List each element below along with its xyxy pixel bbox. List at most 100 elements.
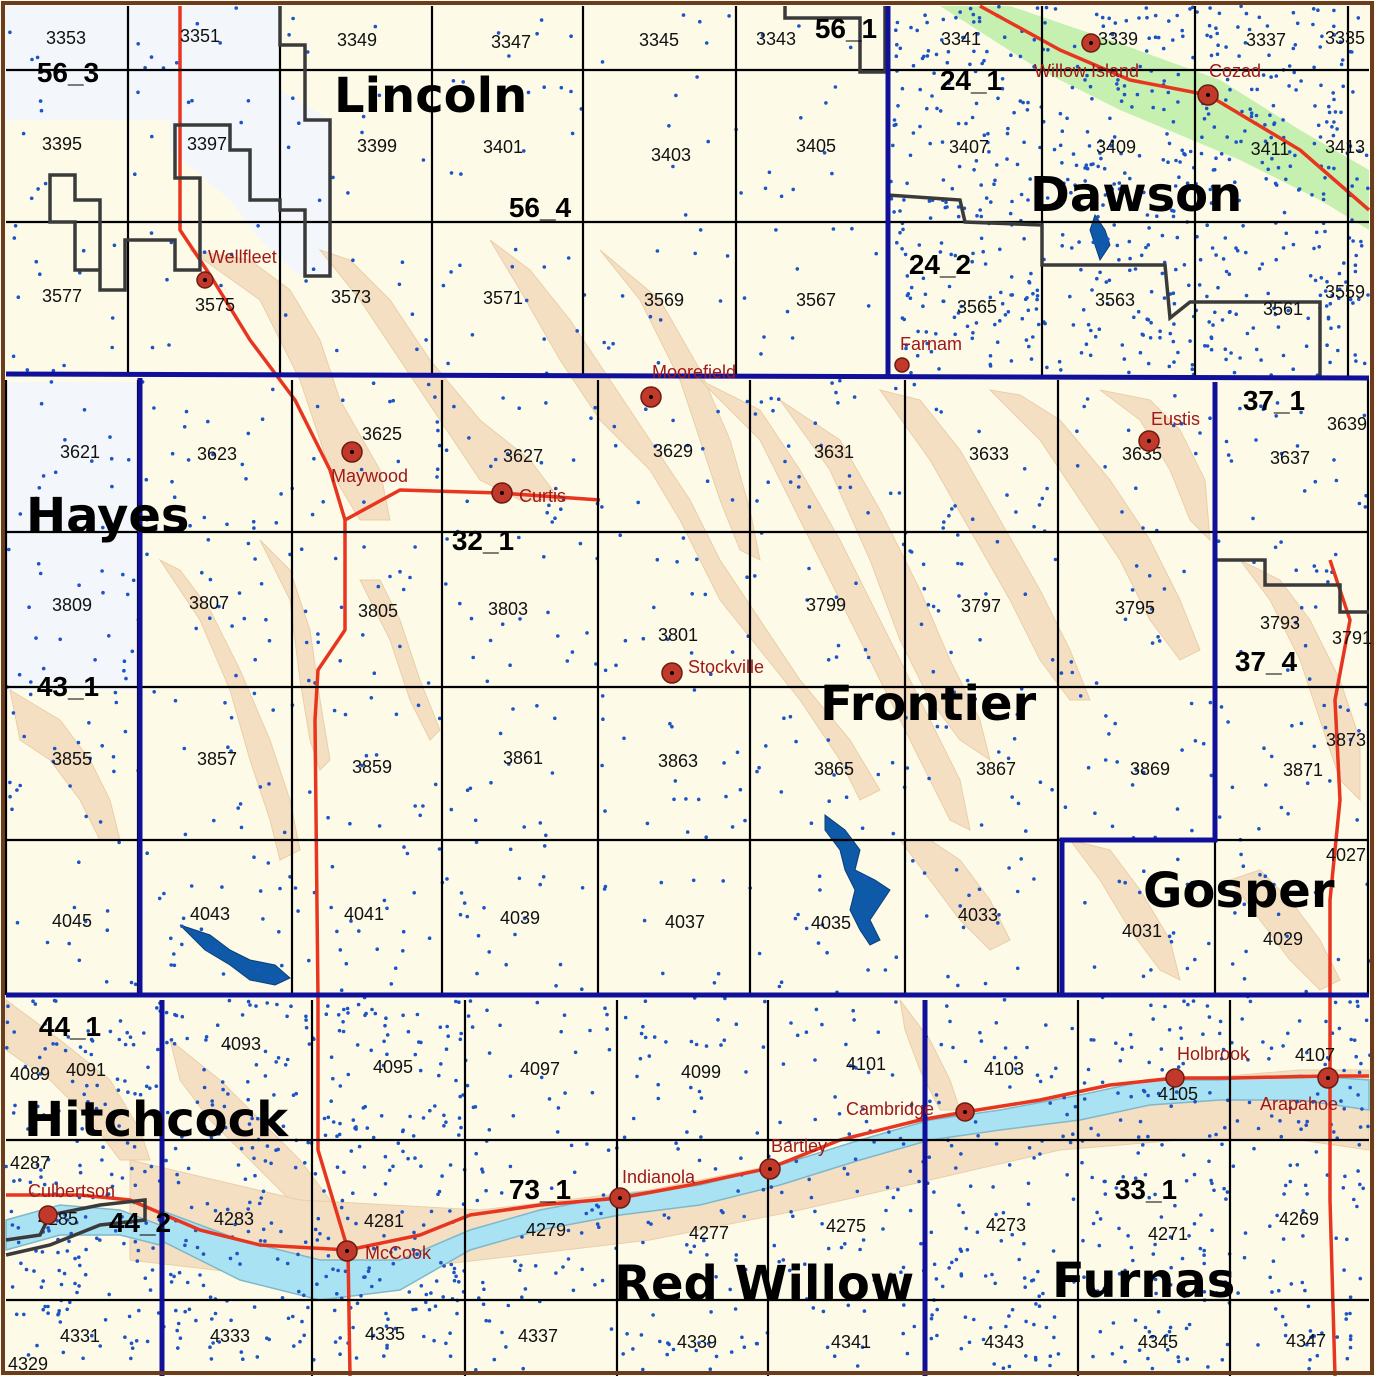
town-eustis[interactable]: Eustis xyxy=(1138,409,1200,452)
town-stockville[interactable]: Stockville xyxy=(661,657,764,684)
well-point xyxy=(426,382,431,387)
well-point xyxy=(961,1210,965,1215)
town-cozad[interactable]: Cozad xyxy=(1197,61,1261,106)
cell-label: 3409 xyxy=(1096,137,1136,157)
well-point xyxy=(1115,243,1120,248)
well-point xyxy=(794,1159,799,1164)
well-point xyxy=(844,765,849,770)
well-point xyxy=(322,1189,326,1193)
well-point xyxy=(1286,308,1291,313)
well-point xyxy=(1128,256,1132,261)
well-point xyxy=(229,252,234,257)
well-point xyxy=(965,1248,970,1252)
well-point xyxy=(1282,210,1287,215)
well-point xyxy=(4,1164,8,1169)
town-willow-island[interactable]: Willow Island xyxy=(1034,33,1139,81)
well-point xyxy=(93,658,97,662)
well-point xyxy=(1149,320,1153,325)
well-point xyxy=(1184,1326,1189,1331)
well-point xyxy=(1201,1032,1205,1036)
town-label: Indianola xyxy=(622,1167,696,1187)
well-point xyxy=(1233,911,1237,915)
well-point xyxy=(338,659,343,663)
well-point xyxy=(998,247,1002,252)
well-point xyxy=(269,1221,274,1225)
town-indianola[interactable]: Indianola xyxy=(609,1167,696,1209)
well-point xyxy=(67,1239,71,1244)
well-point xyxy=(885,1185,890,1190)
well-point xyxy=(1234,246,1238,250)
zone-label: 24_1 xyxy=(940,65,1002,96)
well-point xyxy=(421,1116,426,1120)
well-point xyxy=(1334,1236,1338,1240)
well-point xyxy=(1335,127,1339,131)
well-point xyxy=(655,249,660,253)
well-point xyxy=(1359,244,1364,248)
town-moorefield[interactable]: Moorefield xyxy=(640,362,736,408)
town-arapahoe[interactable]: Arapahoe xyxy=(1260,1067,1339,1114)
well-point xyxy=(1330,293,1334,298)
well-point xyxy=(1117,879,1122,884)
well-point xyxy=(970,259,974,264)
well-point xyxy=(307,958,311,963)
well-point xyxy=(1119,1345,1124,1350)
well-point xyxy=(562,1013,567,1017)
well-point xyxy=(1136,309,1141,314)
well-point xyxy=(909,550,914,554)
well-point xyxy=(1266,291,1270,296)
well-point xyxy=(996,96,1000,101)
well-point xyxy=(435,467,440,472)
well-point xyxy=(68,784,72,788)
well-point xyxy=(851,1008,855,1013)
well-point xyxy=(779,980,784,984)
well-point xyxy=(1281,353,1286,358)
well-point xyxy=(928,216,933,220)
well-point xyxy=(18,783,23,788)
well-point xyxy=(1165,132,1169,136)
well-point xyxy=(896,104,900,108)
well-point xyxy=(258,785,263,789)
well-point xyxy=(375,947,380,951)
well-point xyxy=(41,666,46,671)
town-bartley[interactable]: Bartley xyxy=(759,1136,827,1180)
well-point xyxy=(764,744,768,748)
town-culbertson[interactable]: Culbertson xyxy=(28,1181,115,1225)
town-farnam[interactable]: Farnam xyxy=(894,334,962,373)
well-point xyxy=(227,1044,231,1049)
zone-label: 56_1 xyxy=(815,13,877,44)
cell-label: 3563 xyxy=(1095,290,1135,310)
well-point xyxy=(947,513,951,518)
well-point xyxy=(437,847,442,851)
well-point xyxy=(1318,135,1323,139)
well-point xyxy=(1222,1186,1226,1191)
well-point xyxy=(76,740,81,745)
well-point xyxy=(1086,322,1091,327)
well-point xyxy=(1324,1019,1328,1024)
well-point xyxy=(753,574,757,578)
well-point xyxy=(101,525,105,530)
town-holbrook[interactable]: Holbrook xyxy=(1165,1044,1250,1088)
town-cambridge[interactable]: Cambridge xyxy=(846,1099,975,1122)
well-point xyxy=(1123,617,1128,622)
well-point xyxy=(1022,237,1026,241)
town-mccook[interactable]: McCook xyxy=(336,1240,432,1263)
well-point xyxy=(1091,1354,1095,1359)
town-curtis[interactable]: Curtis xyxy=(491,482,566,506)
town-wellfleet[interactable]: Wellfleet xyxy=(196,247,277,289)
well-point xyxy=(213,1311,218,1316)
well-point xyxy=(22,1312,26,1317)
well-point xyxy=(788,480,793,484)
well-point xyxy=(1313,890,1318,895)
well-point xyxy=(959,562,964,566)
well-point xyxy=(919,1241,923,1246)
well-point xyxy=(934,1277,939,1281)
well-point xyxy=(1353,353,1357,357)
well-point xyxy=(335,348,339,353)
well-point xyxy=(1353,263,1358,268)
well-point xyxy=(303,1161,307,1165)
well-point xyxy=(201,1283,206,1288)
well-point xyxy=(239,1350,244,1354)
town-maywood[interactable]: Maywood xyxy=(331,441,408,486)
well-point xyxy=(956,713,961,718)
